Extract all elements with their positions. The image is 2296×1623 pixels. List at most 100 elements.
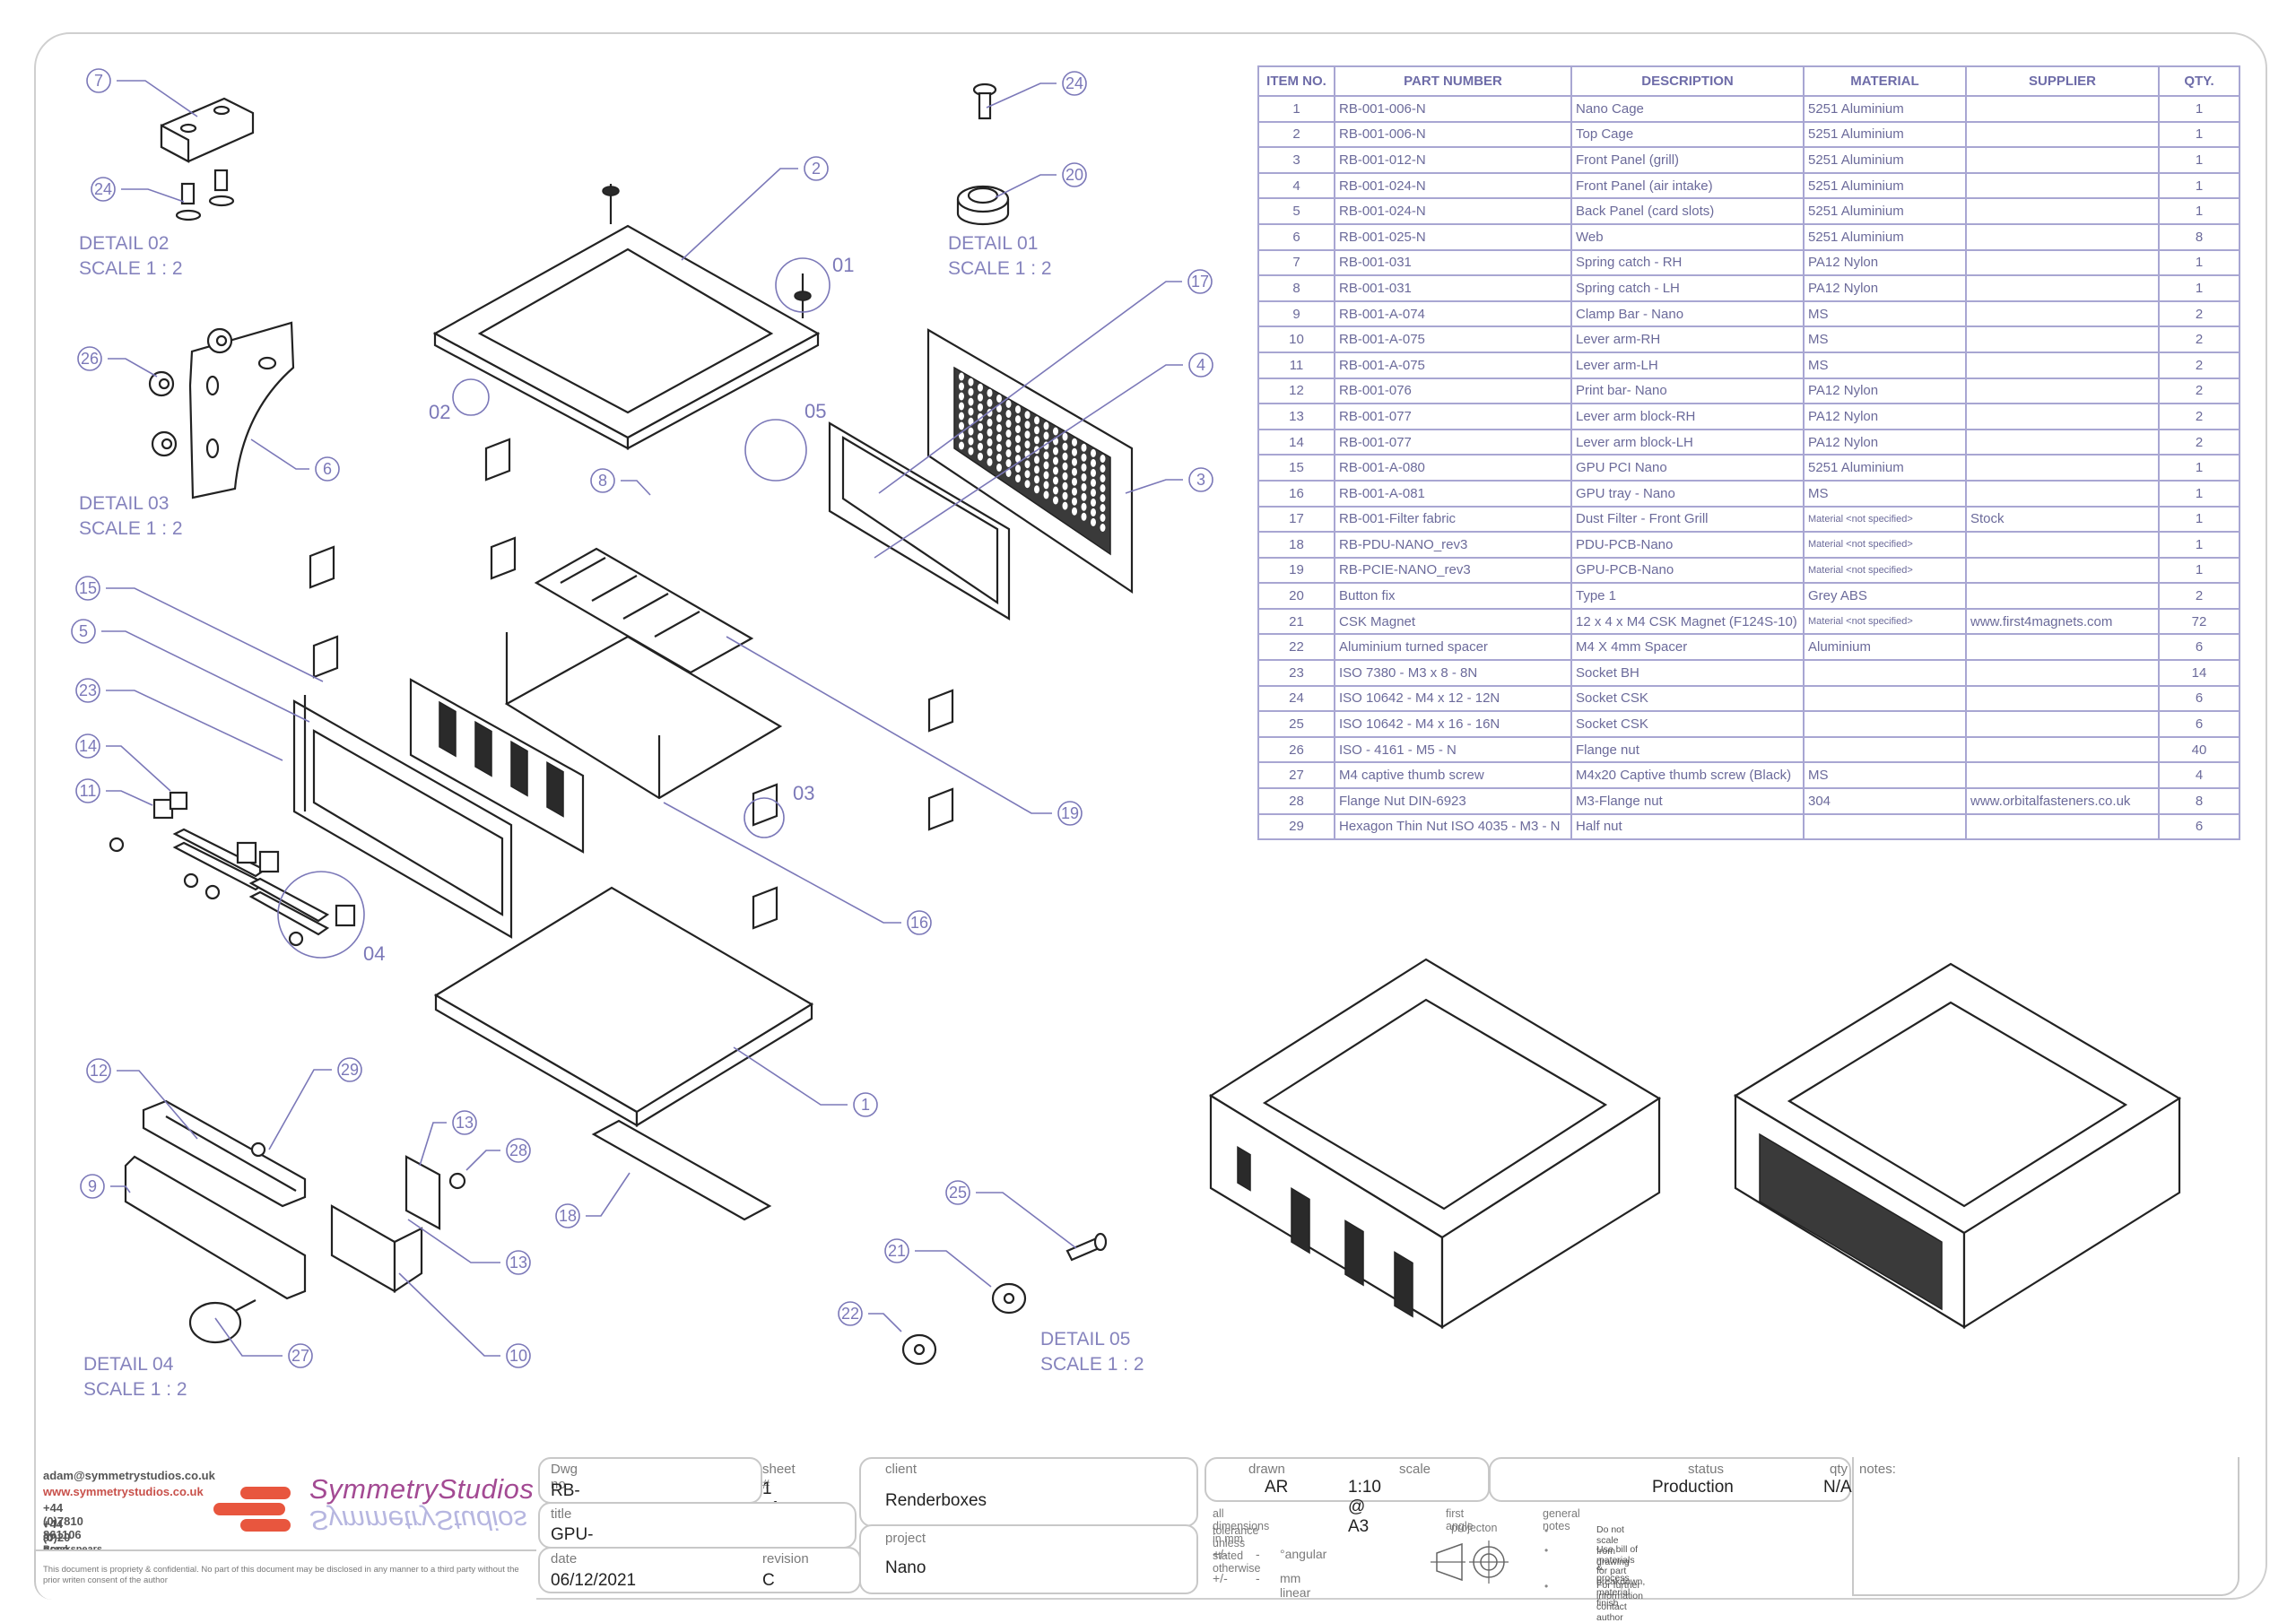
material-cell: PA12 Nylon <box>1803 274 1967 302</box>
item-balloon: 4 <box>1188 352 1213 378</box>
qty-cell: 6 <box>2158 812 2240 841</box>
projection-label-2: projecton <box>1451 1522 1498 1534</box>
item-no-cell: 15 <box>1257 454 1335 482</box>
company-logo-reflection: SymmetryStudios <box>309 1505 527 1536</box>
drawn-scale-weight-box <box>1205 1457 1490 1502</box>
detail-05-spacers <box>901 1232 1108 1366</box>
grill-hole <box>1100 474 1106 482</box>
item-balloon: 26 <box>77 346 102 371</box>
part-number-cell: ISO 7380 - M3 x 8 - 8N <box>1334 659 1572 687</box>
material-cell: Material <not specified> <box>1803 607 1967 636</box>
grill-hole <box>1015 445 1021 454</box>
description-cell: Dust Filter - Front Grill <box>1570 505 1805 534</box>
leader-line <box>101 630 310 723</box>
leader-line <box>663 802 901 924</box>
grill-hole <box>959 382 964 391</box>
grill-hole <box>1043 490 1049 499</box>
grill-hole <box>1005 410 1012 418</box>
leader-line <box>108 358 158 378</box>
item-balloon: 13 <box>452 1110 477 1135</box>
balloon-number: 24 <box>94 180 112 198</box>
detail-scale: SCALE 1 : 2 <box>948 258 1052 279</box>
grill-hole <box>996 443 1002 452</box>
description-cell: Nano Cage <box>1570 95 1805 123</box>
detail-name: DETAIL 01 <box>948 233 1039 254</box>
qty-cell: 1 <box>2158 95 2240 123</box>
grill-hole <box>1005 449 1012 457</box>
part-number-cell: RB-001-A-080 <box>1334 454 1572 482</box>
supplier-cell <box>1965 248 2160 277</box>
description-cell: Print bar- Nano <box>1570 377 1805 405</box>
grill-hole <box>1100 504 1106 512</box>
supplier-cell: www.first4magnets.com <box>1965 607 2160 636</box>
balloon-circle <box>71 619 96 644</box>
supplier-cell <box>1965 222 2160 251</box>
part-number-cell: Flange Nut DIN-6923 <box>1334 787 1572 815</box>
item-balloon: 19 <box>1057 801 1083 826</box>
supplier-cell <box>1965 633 2160 662</box>
balloon-circle <box>1188 467 1213 492</box>
detail-name: DETAIL 05 <box>1040 1329 1131 1350</box>
balloon-circle <box>75 733 100 759</box>
part-number-cell: RB-PCIE-NANO_rev3 <box>1334 556 1572 585</box>
item-no-cell: 23 <box>1257 659 1335 687</box>
grill-hole <box>1043 421 1049 430</box>
part-number-cell: ISO 10642 - M4 x 16 - 16N <box>1334 710 1572 738</box>
project-box <box>859 1524 1198 1594</box>
company-website[interactable]: www.symmetrystudios.co.uk <box>43 1485 204 1498</box>
detail-scale: SCALE 1 : 2 <box>1040 1354 1144 1375</box>
balloon-circle <box>75 778 100 803</box>
material-cell: 5251 Aluminium <box>1803 171 1967 200</box>
grill-hole <box>959 441 964 450</box>
item-balloon: 24 <box>1062 71 1087 96</box>
title-label: title <box>551 1506 572 1522</box>
grill-hole <box>1043 481 1049 490</box>
part-number-cell: CSK Magnet <box>1334 607 1572 636</box>
description-cell: Lever arm-LH <box>1570 351 1805 379</box>
part-number-cell: RB-001-076 <box>1334 377 1572 405</box>
item-no-cell: 1 <box>1257 95 1335 123</box>
bullet: • <box>1544 1544 1549 1557</box>
supplier-cell <box>1965 120 2160 149</box>
grill-hole <box>968 427 974 436</box>
assembled-view-left <box>1208 958 1662 1329</box>
grill-hole <box>987 457 993 466</box>
qty-cell: 1 <box>2158 505 2240 534</box>
balloon-number: 2 <box>812 160 821 178</box>
supplier-cell <box>1965 556 2160 585</box>
grill-hole <box>1053 466 1058 475</box>
detail-02-label: DETAIL 02 SCALE 1 : 2 <box>79 231 183 282</box>
company-email[interactable]: adam@symmetrystudios.co.uk <box>43 1469 215 1482</box>
description-cell: M3-Flange nut <box>1570 787 1805 815</box>
revision-label: revision <box>762 1551 809 1567</box>
supplier-cell <box>1965 95 2160 123</box>
item-no-cell: 2 <box>1257 120 1335 149</box>
grill-hole <box>987 428 993 437</box>
item-balloon: 14 <box>75 733 100 759</box>
grill-hole <box>968 447 974 456</box>
grill-hole <box>959 392 964 401</box>
description-cell: M4x20 Captive thumb screw (Black) <box>1570 761 1805 790</box>
grill-hole <box>1053 427 1058 436</box>
leader-line <box>106 745 171 792</box>
item-no-cell: 24 <box>1257 684 1335 713</box>
bom-header-cell: MATERIAL <box>1803 65 1967 97</box>
leader-line <box>1125 479 1183 494</box>
material-cell: 5251 Aluminium <box>1803 95 1967 123</box>
item-balloon: 27 <box>288 1343 313 1368</box>
detail-scale: SCALE 1 : 2 <box>79 518 183 539</box>
description-cell: Half nut <box>1570 812 1805 841</box>
balloon-circle <box>1057 801 1083 826</box>
supplier-cell <box>1965 403 2160 430</box>
balloon-circle <box>91 177 116 202</box>
balloon-circle <box>506 1250 531 1275</box>
balloon-number: 22 <box>841 1305 859 1323</box>
grill-hole <box>1005 439 1012 447</box>
material-cell <box>1803 684 1967 713</box>
